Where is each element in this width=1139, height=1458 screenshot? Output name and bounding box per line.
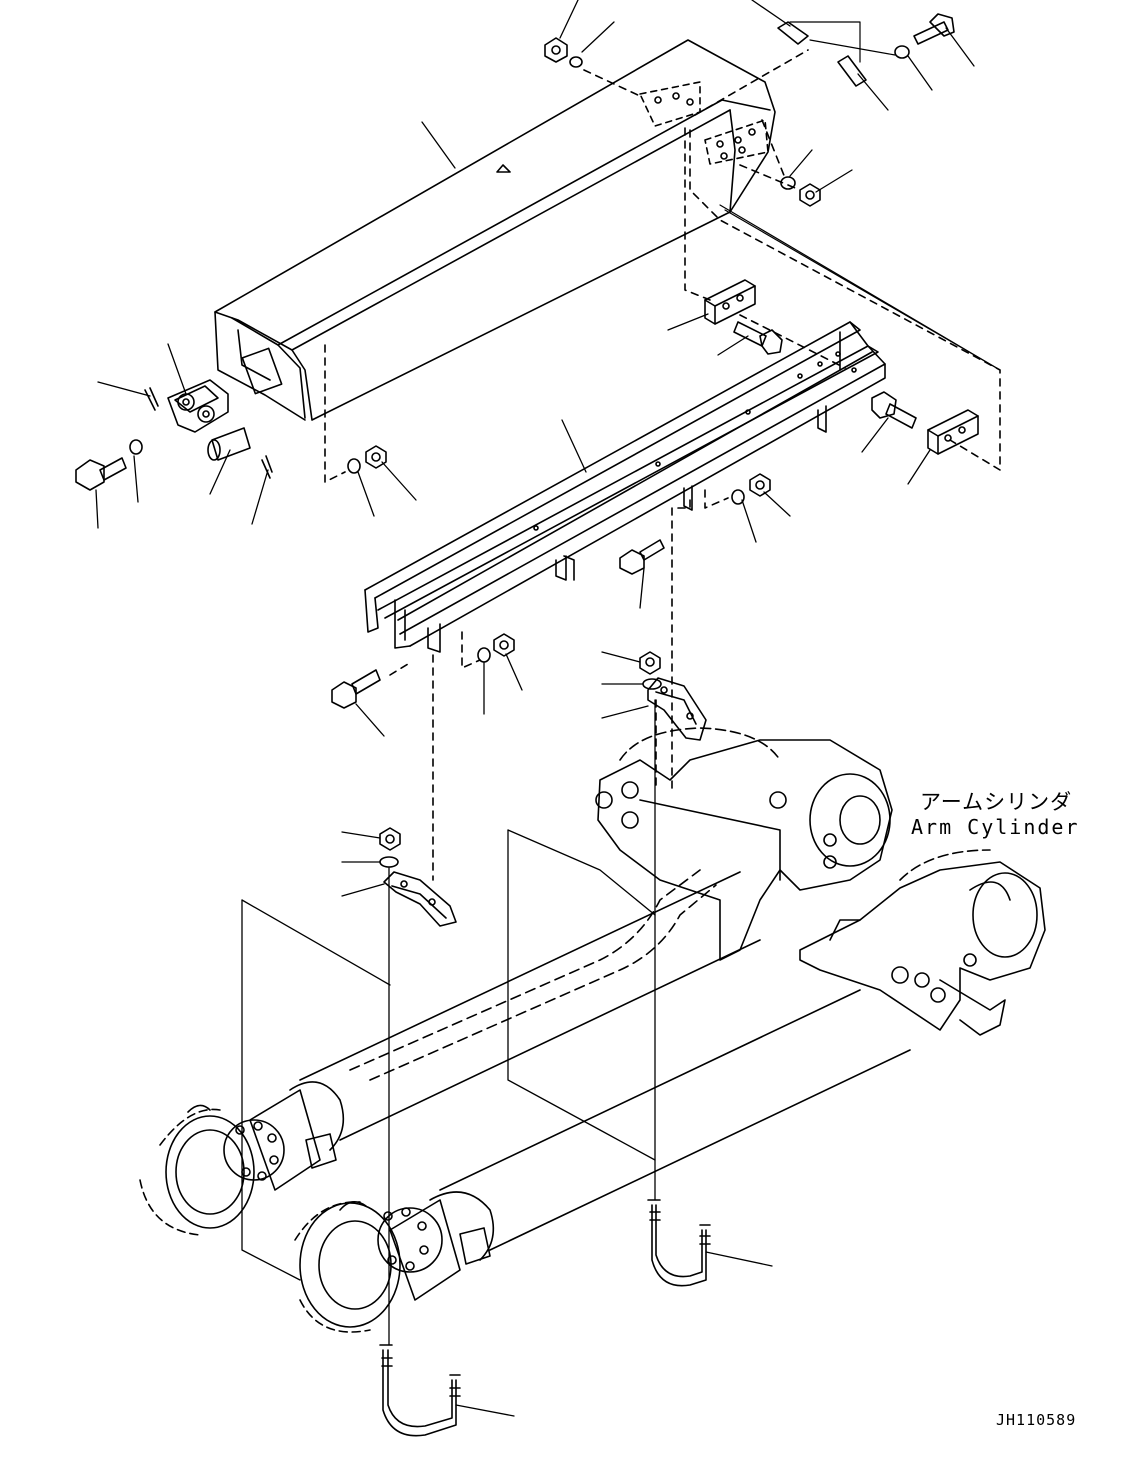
assembly-guide-lines-cover	[324, 49, 1001, 483]
drawing-number: JH110589	[996, 1411, 1077, 1429]
arm-cylinder-label-jp: アームシリンダ	[920, 790, 1073, 814]
arm-cylinder-head-upper	[595, 727, 893, 961]
u-clamp-right	[647, 1199, 711, 1287]
clamp-guide-lines	[241, 699, 656, 1346]
clamp-bracket-lower	[379, 827, 457, 927]
cover-fastener-nut-right	[780, 176, 821, 207]
cover-fastener-plate-top	[777, 21, 867, 87]
split-pin	[144, 387, 273, 479]
assembly-guide-lines-solid	[719, 21, 1001, 371]
cover-fastener-nut-top	[544, 37, 583, 68]
guard-rail	[364, 321, 886, 653]
rail-bolt-top	[733, 321, 783, 355]
assembly-guide-lines-rail	[389, 314, 846, 881]
leader-lines	[95, 0, 975, 1417]
clamp-bracket-upper	[639, 651, 707, 741]
cylinder-rod-tubes	[349, 869, 717, 1081]
rail-bolt-right	[871, 391, 917, 429]
rail-bolt-left	[331, 669, 381, 709]
rail-block-top	[704, 279, 756, 325]
clevis-bracket	[167, 379, 229, 433]
arm-cylinder-lower	[294, 989, 911, 1333]
u-clamp-left	[379, 1344, 461, 1437]
cover-fastener-bolt-top-right	[894, 13, 955, 59]
arm-cylinder-upper	[139, 871, 761, 1236]
arm-cylinder-head-lower	[799, 849, 1046, 1036]
rail-block-right	[927, 409, 979, 455]
arm-cylinder-label-en: Arm Cylinder	[911, 815, 1080, 839]
clevis-pin	[207, 427, 251, 461]
cylinder-cover	[214, 39, 776, 421]
clevis-bolt	[75, 439, 143, 491]
rail-bolt-center	[619, 539, 665, 575]
